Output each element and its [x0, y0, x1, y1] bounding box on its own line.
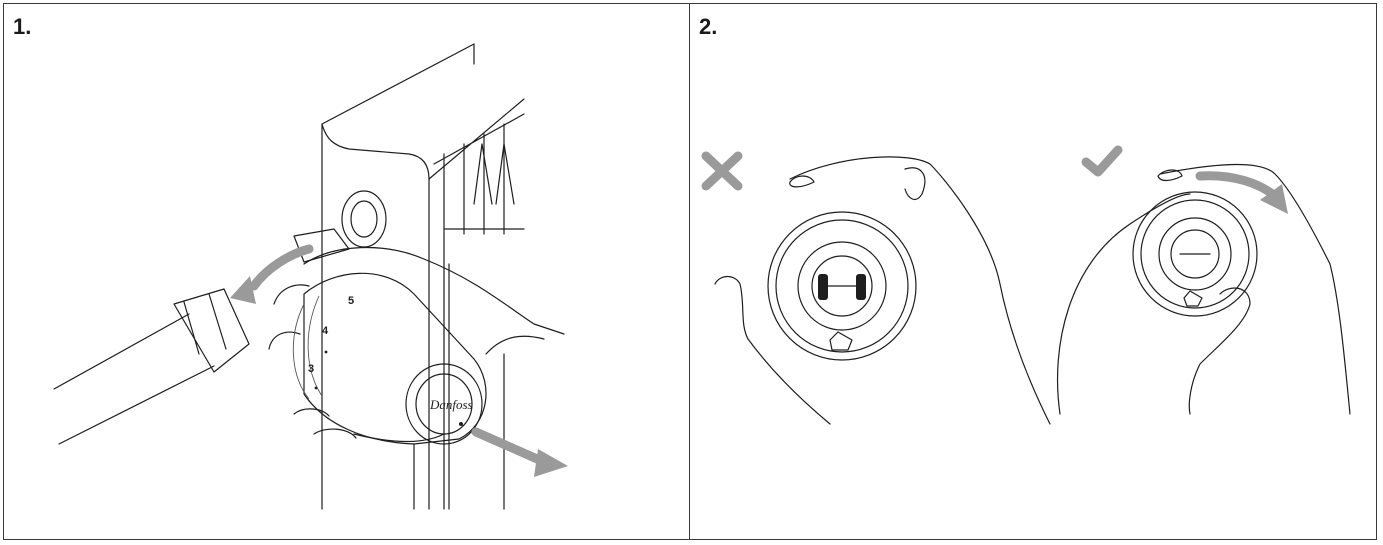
radiator — [321, 43, 525, 510]
cross-icon — [701, 151, 743, 191]
step-1-illustration: Danfoss 5 4 3 — [53, 43, 568, 510]
step-1-number: 1. — [13, 14, 32, 39]
dial-mark-5: 5 — [348, 295, 354, 307]
step-2-panel: 2. — [689, 3, 1377, 540]
pull-arrow — [471, 427, 568, 477]
thermostat-head: Danfoss 5 4 3 — [292, 272, 487, 445]
step-2-number: 2. — [699, 14, 718, 39]
pipe — [53, 228, 350, 445]
correct-grip — [1057, 163, 1351, 415]
logo-text: Danfoss — [429, 397, 473, 412]
dial-mark-3: 3 — [308, 363, 314, 375]
rotate-arrow — [230, 244, 314, 304]
check-icon — [1081, 145, 1123, 177]
step-1-panel: 1. — [3, 3, 691, 540]
dial-mark-4: 4 — [322, 325, 329, 337]
step-2-illustration — [701, 145, 1351, 425]
wrong-grip — [714, 156, 1051, 425]
